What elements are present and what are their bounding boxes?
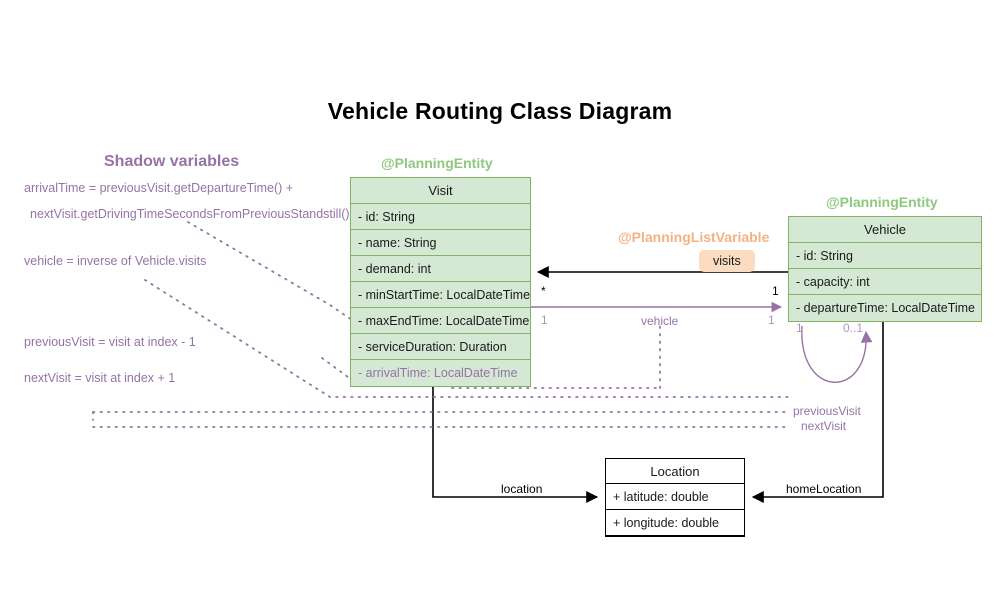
previous-visit-label: previousVisit [793, 404, 861, 418]
vehicle-class-name: Vehicle [789, 217, 981, 243]
visit-attr-name: - name: String [351, 230, 530, 256]
visit-attr-id: - id: String [351, 204, 530, 230]
next-visit-label: nextVisit [801, 419, 847, 433]
visit-attr-service-duration: - serviceDuration: Duration [351, 334, 530, 360]
vehicle-target-multiplicity: 1 [768, 313, 775, 327]
visits-target-multiplicity: * [541, 284, 546, 298]
visits-source-multiplicity: 1 [772, 284, 779, 298]
edge-shadow-previous-visit [92, 411, 791, 421]
visit-attr-min-start-time: - minStartTime: LocalDateTime [351, 282, 530, 308]
class-box-vehicle[interactable]: Vehicle - id: String - capacity: int - d… [788, 216, 982, 322]
self-loop-target-multiplicity: 0..1 [843, 321, 864, 335]
location-association-label: location [501, 482, 543, 496]
visit-stereotype: @PlanningEntity [381, 155, 493, 171]
shadow-note-vehicle: vehicle = inverse of Vehicle.visits [24, 254, 207, 268]
visit-attr-max-end-time: - maxEndTime: LocalDateTime [351, 308, 530, 334]
location-class-name: Location [606, 459, 744, 484]
visits-stereotype: @PlanningListVariable [618, 229, 770, 245]
edge-location [432, 384, 599, 503]
shadow-note-arrival-time-2: nextVisit.getDrivingTimeSecondsFromPrevi… [30, 207, 350, 221]
class-box-location[interactable]: Location + latitude: double + longitude:… [605, 458, 745, 537]
vehicle-attr-id: - id: String [789, 243, 981, 269]
self-loop-source-multiplicity: 1 [796, 321, 803, 335]
location-attr-longitude: + longitude: double [606, 510, 744, 536]
vehicle-source-multiplicity: 1 [541, 313, 548, 327]
shadow-note-previous-visit: previousVisit = visit at index - 1 [24, 335, 196, 349]
visit-attr-demand: - demand: int [351, 256, 530, 282]
edge-shadow-visit-anchor [321, 357, 353, 381]
shadow-variables-heading: Shadow variables [104, 153, 240, 170]
home-location-association-label: homeLocation [786, 482, 862, 496]
vehicle-stereotype: @PlanningEntity [826, 194, 938, 210]
shadow-note-arrival-time-1: arrivalTime = previousVisit.getDeparture… [24, 181, 294, 195]
visits-label: visits [699, 250, 755, 272]
location-attr-latitude: + latitude: double [606, 484, 744, 510]
vehicle-attr-departure-time: - departureTime: LocalDateTime [796, 301, 976, 315]
vehicle-association-label: vehicle [641, 314, 679, 328]
shadow-note-next-visit: nextVisit = visit at index + 1 [24, 371, 176, 385]
visit-attr-arrival-time: - arrivalTime: LocalDateTime [358, 366, 518, 380]
page-title: Vehicle Routing Class Diagram [327, 98, 673, 124]
visit-class-name: Visit [351, 178, 530, 204]
class-box-visit[interactable]: Visit - id: String - name: String - dema… [350, 177, 531, 387]
vehicle-attr-capacity: - capacity: int [789, 269, 981, 295]
